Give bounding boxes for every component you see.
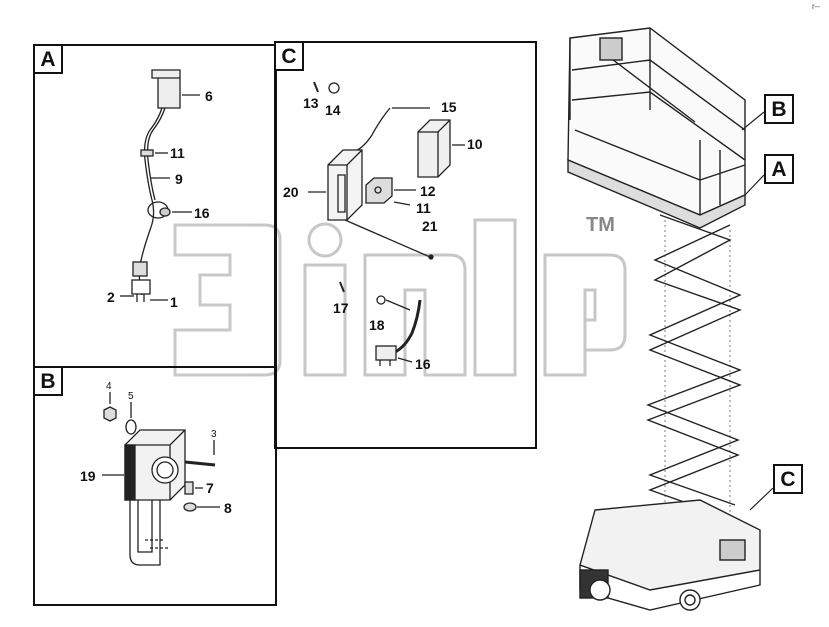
label-a-9: 9: [175, 171, 183, 187]
label-c-15: 15: [441, 99, 457, 115]
label-b-5: 5: [128, 391, 134, 402]
label-c-13: 13: [303, 95, 319, 111]
callout-a: A: [764, 154, 794, 184]
label-a-1: 1: [170, 294, 178, 310]
label-b-19: 19: [80, 468, 96, 484]
watermark-trademark: TM: [586, 214, 615, 236]
panel-a-drawing: [120, 69, 200, 302]
callout-b: B: [764, 94, 794, 124]
callout-b-leader: [741, 111, 765, 131]
callout-c: C: [773, 464, 803, 494]
panel-c-letter: C: [274, 41, 304, 71]
label-c-18: 18: [369, 317, 385, 333]
label-c-21: 21: [422, 218, 438, 234]
callout-a-leader: [744, 174, 765, 196]
label-b-8: 8: [224, 500, 232, 516]
label-c-14: 14: [325, 102, 341, 118]
panel-c-drawing: [308, 81, 465, 366]
panel-b: [33, 366, 277, 606]
callout-c-leader: [749, 487, 774, 511]
panel-b-drawing: [102, 392, 220, 566]
scissor-lift-drawing: [567, 27, 761, 611]
panel-b-letter: B: [33, 366, 63, 396]
label-a-2: 2: [107, 289, 115, 305]
label-a-6: 6: [205, 88, 213, 104]
panel-a-letter: A: [33, 44, 63, 74]
label-a-16: 16: [194, 205, 210, 221]
label-a-11: 11: [170, 145, 185, 161]
label-c-17: 17: [333, 300, 349, 316]
label-c-11: 11: [416, 200, 431, 216]
label-b-4: 4: [106, 381, 112, 392]
label-b-3: 3: [211, 429, 217, 440]
label-c-20: 20: [283, 184, 299, 200]
corner-mark: r--: [812, 2, 820, 11]
label-b-7: 7: [206, 480, 214, 496]
label-c-12: 12: [420, 183, 436, 199]
label-c-10: 10: [467, 136, 483, 152]
panel-c: [274, 41, 537, 449]
label-c-16: 16: [415, 356, 431, 372]
